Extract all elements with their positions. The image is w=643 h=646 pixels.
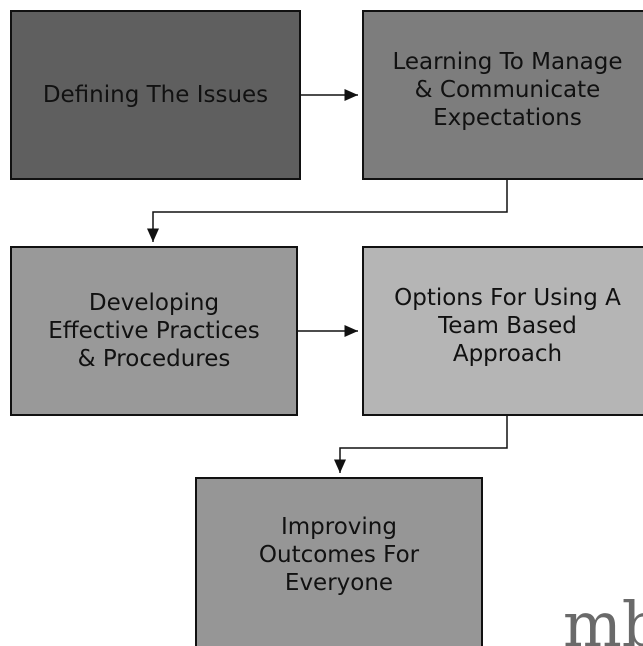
improving-outcomes-box: Improving Outcomes For Everyone [195,477,483,646]
manage-expectations-label: Learning To Manage & Communicate Expecta… [392,49,623,132]
effective-practices-label: Developing Effective Practices & Procedu… [48,289,260,373]
effective-practices-box: Developing Effective Practices & Procedu… [10,246,298,416]
team-based-approach-box: Options For Using A Team Based Approach [362,246,643,416]
manage-expectations-box: Learning To Manage & Communicate Expecta… [362,10,643,180]
defining-issues-label: Defining The Issues [42,81,269,108]
defining-issues-box: Defining The Issues [10,10,301,180]
improving-outcomes-label: Improving Outcomes For Everyone [258,514,420,597]
team-based-approach-label: Options For Using A Team Based Approach [394,285,621,368]
arrow-options-to-improving [334,416,508,473]
watermark-logo-text: mb [563,588,643,646]
arrow-learning-to-developing [147,180,508,242]
